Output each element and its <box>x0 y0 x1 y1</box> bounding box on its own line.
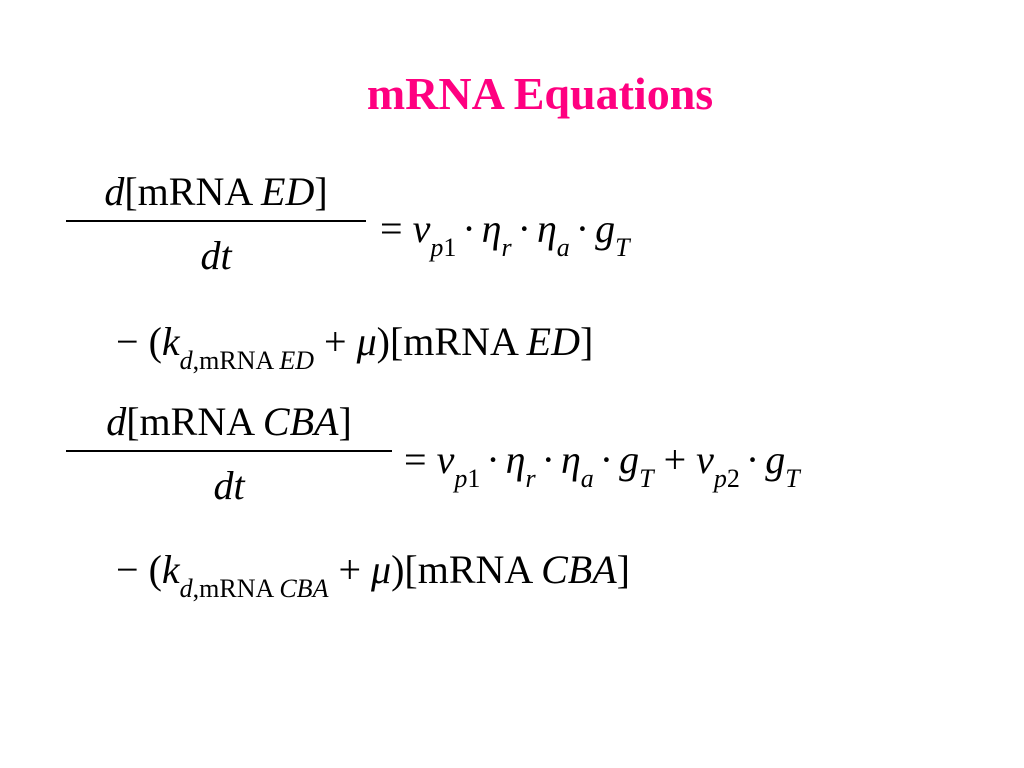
dot-operator: · <box>599 437 614 482</box>
paren-close: ) <box>376 319 390 364</box>
bracket-close: ] <box>338 399 352 444</box>
tail-close: ] <box>580 319 594 364</box>
paren-open: ( <box>148 547 162 592</box>
rhs-mrna-cba: =vp1·ηr·ηa·gT+vp2·gT <box>404 436 800 492</box>
degradation-term-cba: −(kd,mRNA CBA +μ)[mRNA CBA] <box>116 546 630 602</box>
mu-symbol: μ <box>356 319 377 364</box>
d-symbol: d <box>106 399 127 444</box>
minus-sign: − <box>116 319 139 364</box>
tail-close: ] <box>616 547 630 592</box>
eta-symbol: η <box>505 437 526 482</box>
g-sub-t: T <box>639 464 654 493</box>
tail-species: ED <box>526 319 580 364</box>
k-sub-species: CBA <box>279 574 329 603</box>
v-symbol: v <box>696 437 714 482</box>
plus-sign: + <box>338 547 362 592</box>
numerator: d[mRNA CBA] <box>106 398 352 450</box>
v-sub-p: p <box>430 233 444 262</box>
species-ed: ED <box>261 169 315 214</box>
bracket-label: [mRNA <box>126 399 263 444</box>
tail-species: CBA <box>541 547 617 592</box>
fraction-bar <box>66 450 392 452</box>
fraction-mrna-cba: d[mRNA CBA] dt <box>66 398 392 510</box>
g-sub-t: T <box>615 233 630 262</box>
d-symbol: d <box>104 169 125 214</box>
plus-sign: + <box>663 437 687 482</box>
eta-sub-r: r <box>501 233 512 262</box>
dot-operator: · <box>486 437 500 482</box>
bracket-close: ] <box>314 169 328 214</box>
eta-sub-r: r <box>525 464 536 493</box>
k-sub-species: ED <box>279 346 315 375</box>
slide-title: mRNA Equations <box>366 68 714 119</box>
k-sub-text: ,mRNA <box>192 346 280 375</box>
dot-operator: · <box>541 437 555 482</box>
fraction-mrna-ed: d[mRNA ED] dt <box>66 168 366 280</box>
paren-close: ) <box>391 547 405 592</box>
mu-symbol: μ <box>371 547 392 592</box>
minus-sign: − <box>116 547 139 592</box>
denominator: dt <box>213 452 244 510</box>
equals-sign: = <box>404 437 427 482</box>
dot-operator: · <box>575 206 590 251</box>
fraction-bar <box>66 220 366 222</box>
dot-operator: · <box>462 206 476 251</box>
dot-operator: · <box>745 437 760 482</box>
v-sub-p: p <box>454 464 468 493</box>
degradation-term-ed: −(kd,mRNA ED +μ)[mRNA ED] <box>116 318 594 374</box>
v-symbol: v <box>436 437 455 482</box>
bracket-label: [mRNA <box>124 169 262 214</box>
paren-open: ( <box>148 319 162 364</box>
v-sub-n: 1 <box>443 233 457 262</box>
eta-sub-a: a <box>580 464 594 493</box>
eta-symbol: η <box>560 437 581 482</box>
g-symbol: g <box>595 206 616 251</box>
k-sub-text: ,mRNA <box>192 574 280 603</box>
k-symbol: k <box>161 319 180 364</box>
v-sub-n: 2 <box>726 464 740 493</box>
equals-sign: = <box>380 206 403 251</box>
eta-symbol: η <box>536 206 557 251</box>
v-sub-n: 1 <box>467 464 481 493</box>
tail-bracket: [mRNA <box>404 547 542 592</box>
eta-symbol: η <box>481 206 502 251</box>
v-symbol: v <box>412 206 431 251</box>
rhs-mrna-ed: =vp1·ηr·ηa·gT <box>380 205 630 261</box>
k-sub-d: d <box>179 346 193 375</box>
dt-symbol: dt <box>213 463 245 508</box>
g-sub-t: T <box>785 464 800 493</box>
plus-sign: + <box>324 319 347 364</box>
dot-operator: · <box>517 206 531 251</box>
g-symbol: g <box>765 437 786 482</box>
k-symbol: k <box>161 547 180 592</box>
numerator: d[mRNA ED] <box>104 168 327 220</box>
g-symbol: g <box>619 437 640 482</box>
eta-sub-a: a <box>556 233 570 262</box>
tail-bracket: [mRNA <box>389 319 527 364</box>
dt-symbol: dt <box>200 233 232 278</box>
v-sub-p: p <box>713 464 727 493</box>
denominator: dt <box>200 222 231 280</box>
k-sub-d: d <box>179 574 193 603</box>
species-cba: CBA <box>262 399 339 444</box>
